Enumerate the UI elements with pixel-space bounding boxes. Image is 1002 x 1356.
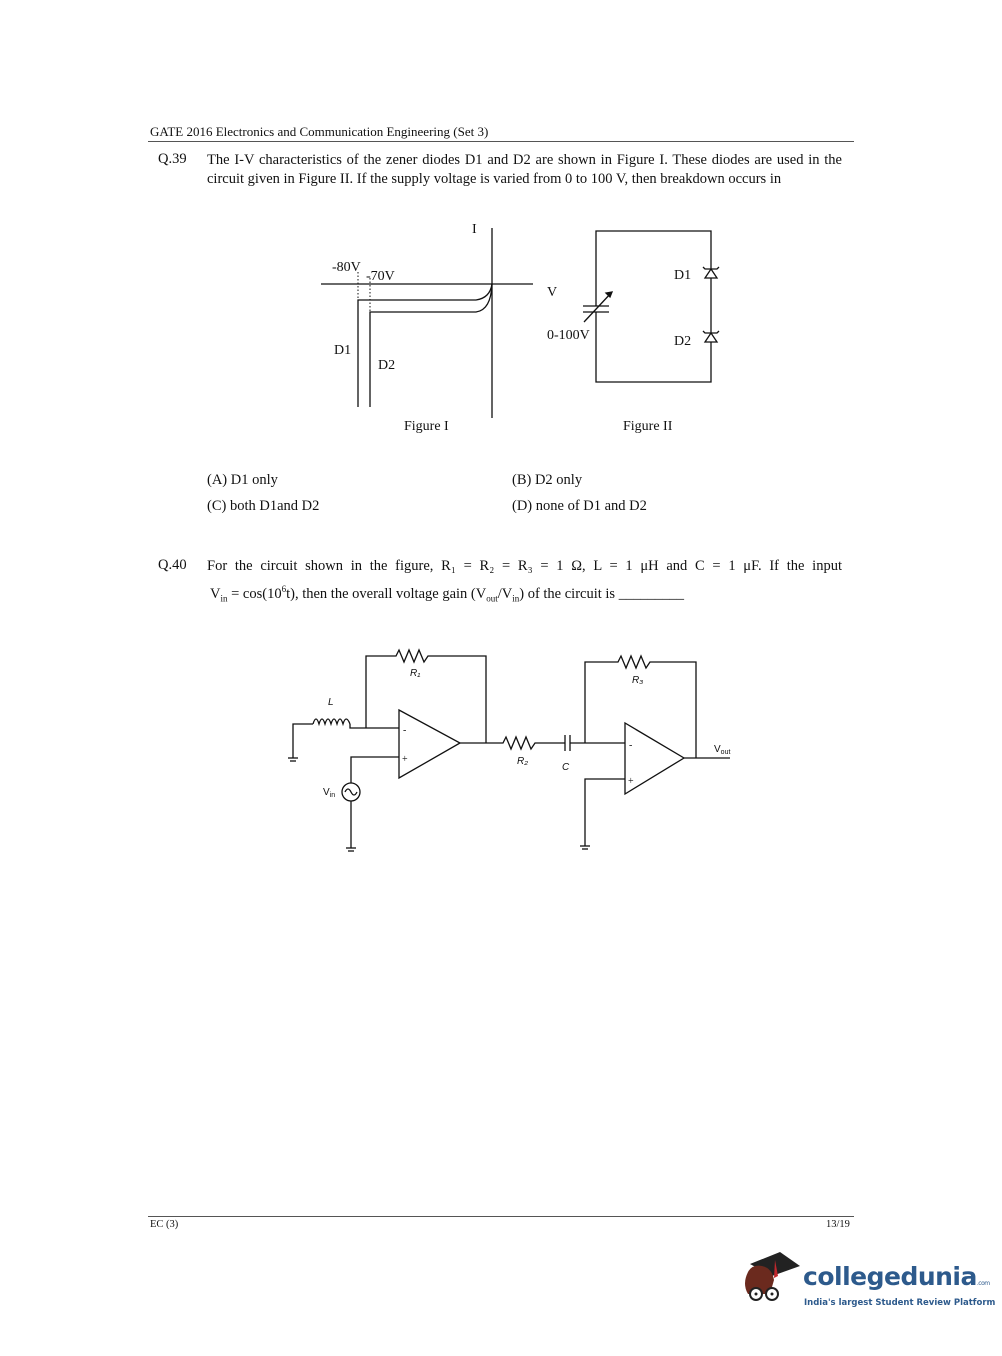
- ground-icon: [580, 845, 590, 850]
- logo-suffix: .com: [976, 1280, 990, 1287]
- vout-label: Vout: [714, 744, 730, 756]
- opamp2-icon: [624, 721, 686, 796]
- page-number: 13/19: [826, 1219, 850, 1230]
- d1-label: D1: [334, 343, 351, 358]
- l-label: L: [328, 697, 334, 708]
- footer-left: EC (3): [150, 1219, 179, 1230]
- question-number: Q.39: [158, 151, 187, 167]
- sub: in: [220, 593, 228, 604]
- zener-circuit-figure: [583, 230, 720, 383]
- collegedunia-mascot-icon: [745, 1252, 800, 1301]
- d2-label: D2: [378, 358, 395, 373]
- circuit-d2-label: D2: [674, 334, 691, 349]
- opamp1-icon: [398, 708, 462, 780]
- r1-label: R₁: [410, 668, 420, 679]
- logo-name: collegedunia.com: [803, 1262, 990, 1291]
- option-b[interactable]: (B) D2 only: [512, 472, 583, 488]
- slash: /V: [497, 585, 513, 602]
- figure2-caption: Figure II: [623, 419, 673, 434]
- opamp2-plus: +: [628, 776, 634, 787]
- ground-icon: [346, 847, 356, 852]
- opamp2-minus: -: [629, 740, 632, 751]
- question-number: Q.40: [158, 557, 187, 573]
- variable-arrow-icon: [583, 291, 613, 323]
- iv-characteristics-figure: [321, 228, 533, 418]
- sub: out: [486, 593, 498, 604]
- question-tail: ) of the circuit is _________: [519, 585, 684, 602]
- header-rule: [148, 141, 854, 142]
- q39-figures: -80V -70V I V D1 D2 Figure I 0-100V D1 D…: [321, 222, 720, 434]
- ground-icon: [288, 757, 298, 762]
- r2-resistor-icon: [460, 735, 565, 751]
- equation: = cos(10: [227, 585, 282, 602]
- axis-i-label: I: [472, 222, 477, 237]
- sub: in: [512, 593, 520, 604]
- page-header: GATE 2016 Electronics and Communication …: [150, 124, 489, 139]
- c-label: C: [562, 762, 570, 773]
- label-70v: -70V: [366, 269, 395, 284]
- sup: 6: [281, 584, 287, 594]
- figure1-caption: Figure I: [404, 419, 449, 434]
- d2-curve: [369, 283, 493, 407]
- d1-curve: [357, 283, 493, 407]
- r3-resistor-icon: [584, 654, 697, 758]
- footer-rule: [148, 1216, 854, 1217]
- r2-label: R₂: [517, 756, 528, 767]
- label-80v: -80V: [332, 260, 361, 275]
- circuit-d1-label: D1: [674, 268, 691, 283]
- question-text-line2: Vin = cos(106t), then the overall voltag…: [210, 580, 684, 608]
- zener-d1-icon: [702, 266, 720, 279]
- option-a[interactable]: (A) D1 only: [207, 472, 278, 488]
- zener-d2-icon: [702, 330, 720, 343]
- inductor-icon: [312, 718, 351, 727]
- supply-label: 0-100V: [547, 328, 590, 343]
- opamp1-plus: +: [402, 754, 408, 765]
- vin-symbol: V: [210, 585, 221, 602]
- opamp1-minus: -: [403, 725, 406, 736]
- option-d[interactable]: (D) none of D1 and D2: [512, 498, 647, 514]
- r3-label: R₃: [632, 675, 643, 686]
- question-text: The I-V characteristics of the zener dio…: [207, 152, 842, 187]
- logo-tagline: India's largest Student Review Platform: [804, 1298, 996, 1308]
- equation-end: t), then the overall voltage gain (V: [286, 585, 487, 602]
- r1-resistor-icon: [365, 648, 487, 743]
- axis-v-label: V: [547, 285, 557, 300]
- vin-label: Vin: [323, 787, 335, 799]
- logo-text: collegedunia: [803, 1262, 977, 1291]
- question-text-line1: For the circuit shown in the figure, R₁ …: [207, 558, 842, 574]
- option-c[interactable]: (C) both D1and D2: [207, 498, 320, 514]
- opamp-circuit-figure: R₁ R₂ R₃ L C Vin Vout - + - +: [288, 648, 730, 852]
